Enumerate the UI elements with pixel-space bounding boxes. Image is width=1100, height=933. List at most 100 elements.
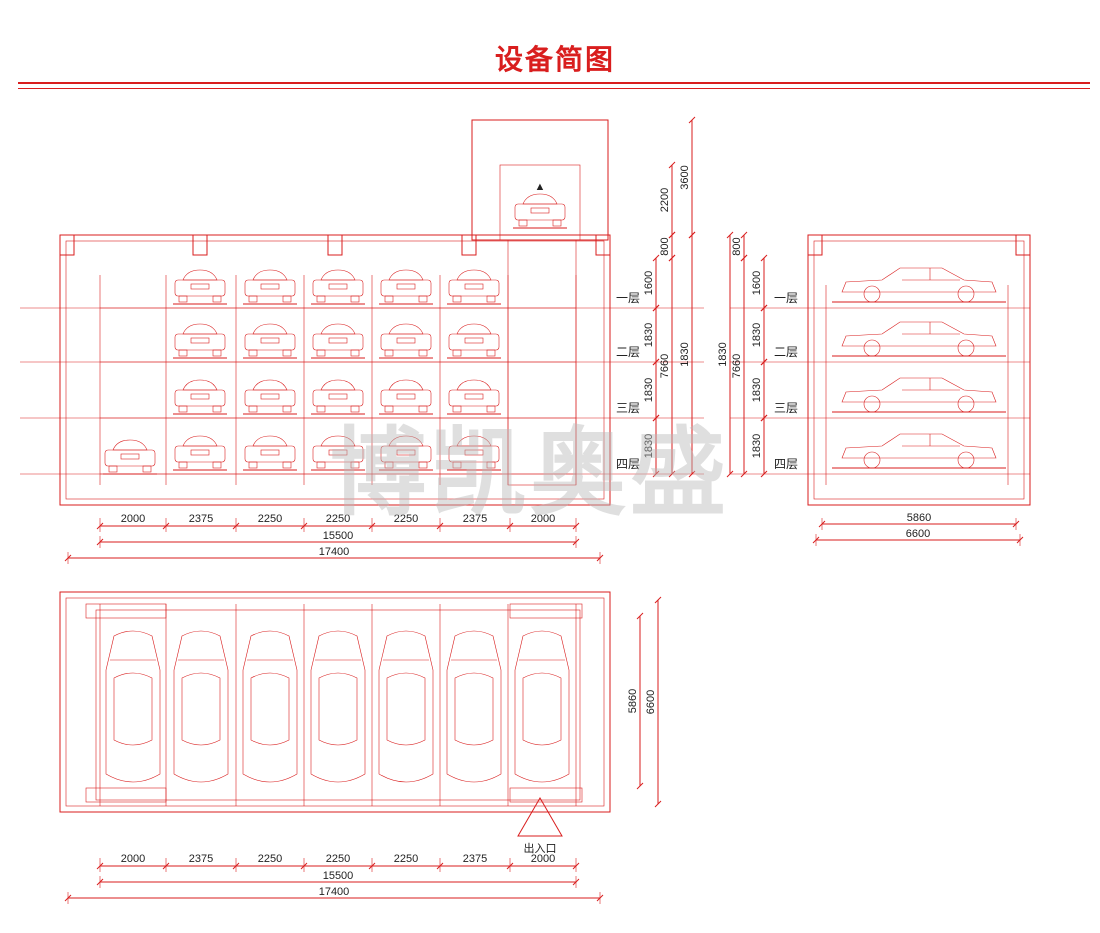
car-wheel	[486, 461, 496, 469]
dimension-label: 2250	[258, 513, 282, 525]
dimension-tick	[760, 254, 768, 262]
car-wheel	[316, 405, 326, 413]
column-block	[461, 234, 477, 256]
car-rear-icon	[311, 323, 365, 359]
car-roof	[112, 439, 148, 451]
car-wheel	[452, 349, 462, 357]
column-block	[595, 234, 611, 256]
car-wheel	[350, 405, 360, 413]
car-rear-icon	[311, 269, 365, 305]
car-roof	[182, 379, 218, 391]
car-cabin	[386, 672, 426, 746]
dimension-label: 2250	[258, 853, 282, 865]
car-rear-icon	[173, 323, 227, 359]
car-plate	[396, 449, 416, 456]
car-top-icon	[242, 630, 298, 783]
car-plate	[328, 283, 348, 290]
car-body	[841, 377, 997, 403]
car-roof	[182, 269, 218, 281]
car-plate	[120, 453, 140, 460]
dimension-label: 1830	[717, 342, 729, 366]
car-top-icon	[514, 630, 570, 783]
dimension-tick	[688, 470, 696, 478]
car-top-icon	[105, 630, 161, 783]
car-rear-icon	[243, 269, 297, 305]
dimension-label: 2000	[121, 853, 145, 865]
car-body	[174, 279, 226, 297]
car-cabin	[250, 672, 290, 746]
car-wheel	[282, 461, 292, 469]
dimension-label: 1830	[643, 323, 655, 347]
car-side-icon	[832, 377, 1006, 413]
level-label: 三层	[774, 401, 798, 415]
column-block	[192, 234, 208, 256]
dimension-tick	[636, 612, 644, 620]
car-side-icon	[832, 321, 1006, 357]
car-body	[841, 321, 997, 347]
car-cabin	[181, 672, 221, 746]
car-outline	[173, 630, 229, 783]
car-plate	[260, 393, 280, 400]
car-roof	[320, 323, 356, 335]
dimension-tick	[688, 116, 696, 124]
dimension-label: 2200	[659, 188, 671, 212]
car-roof	[456, 269, 492, 281]
car-wheel	[518, 219, 528, 227]
car-body	[174, 389, 226, 407]
car-body	[174, 333, 226, 351]
car-plate	[464, 283, 484, 290]
car-outline	[242, 630, 298, 783]
car-side-icon	[832, 433, 1006, 469]
car-wheel	[384, 295, 394, 303]
car-wheel	[248, 461, 258, 469]
car-plate	[260, 283, 280, 290]
car-roof	[320, 379, 356, 391]
car-wheel	[178, 405, 188, 413]
car-wheel	[452, 295, 462, 303]
car-outline	[105, 630, 161, 783]
car-body	[841, 433, 997, 459]
dimension-tick	[726, 470, 734, 478]
dimension-label: 5860	[907, 512, 931, 524]
car-body	[312, 389, 364, 407]
diagram-title: 设备简图	[494, 43, 615, 76]
dimension-label: 2000	[531, 513, 555, 525]
dimension-tick	[668, 254, 676, 262]
car-wheel	[212, 349, 222, 357]
entrance-label: 出入口	[524, 841, 557, 855]
car-wheel	[418, 295, 428, 303]
plan-outline	[59, 591, 611, 813]
car-body	[312, 279, 364, 297]
car-outline	[514, 630, 570, 783]
car-roof	[388, 435, 424, 447]
plan-frame	[95, 609, 581, 801]
car-body	[380, 445, 432, 463]
car-body	[244, 389, 296, 407]
car-rear-icon	[173, 269, 227, 305]
car-top-icon	[173, 630, 229, 783]
car-roof	[182, 435, 218, 447]
dimension-tick	[688, 231, 696, 239]
car-wheel	[863, 395, 881, 413]
car-wheel	[350, 461, 360, 469]
car-roof	[252, 323, 288, 335]
dimension-label: 2375	[463, 513, 487, 525]
car-body	[448, 389, 500, 407]
dimension-tick	[760, 414, 768, 422]
column-block	[1015, 234, 1031, 256]
dimension-label: 800	[659, 237, 671, 255]
dimension-tick	[652, 414, 660, 422]
dimension-tick	[636, 782, 644, 790]
car-rear-icon	[103, 439, 157, 475]
car-rear-icon	[243, 379, 297, 415]
car-wheel	[248, 295, 258, 303]
car-cabin	[522, 672, 562, 746]
car-plate	[190, 449, 210, 456]
car-wheel	[212, 295, 222, 303]
car-wheel	[418, 405, 428, 413]
car-plate	[464, 449, 484, 456]
car-rear-icon	[243, 435, 297, 471]
car-wheel	[452, 461, 462, 469]
car-roof	[388, 323, 424, 335]
